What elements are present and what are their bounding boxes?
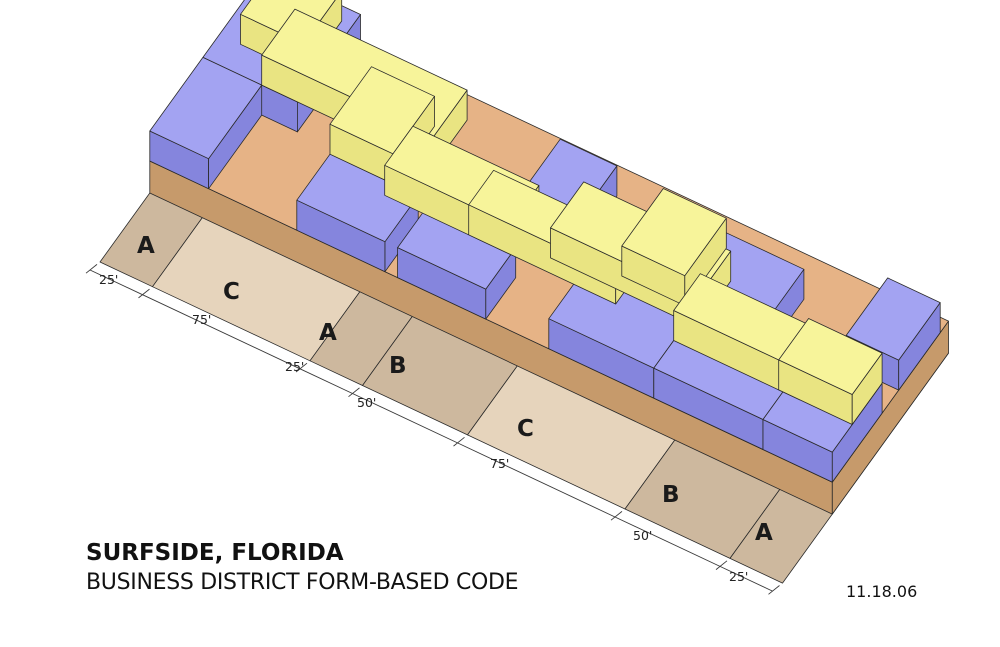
dim-line-5 <box>457 442 616 518</box>
dim-tick-0 <box>85 264 98 274</box>
dim-line-6 <box>614 516 721 567</box>
dim-label-b-1: 50' <box>357 395 376 410</box>
lot-label-b-2: B <box>662 482 680 508</box>
dim-line-2 <box>142 294 301 370</box>
dim-tick-7 <box>768 585 780 595</box>
tower-block-9-top-face <box>778 318 883 395</box>
tower-block-7-top-face <box>621 188 727 277</box>
lot-label-a-2: A <box>319 320 337 346</box>
dim-tick-4 <box>453 436 465 447</box>
dim-label-a-3: 25' <box>729 569 748 584</box>
dim-line-3 <box>299 368 353 394</box>
dim-tick-1 <box>138 288 150 299</box>
building-massing <box>149 0 949 515</box>
midrise-block-10-top-face <box>845 277 941 361</box>
dim-tick-6 <box>715 560 728 570</box>
lot-labels: A C A B C B A 25' 75' 25' 50' 75' 50' 25… <box>99 233 773 584</box>
lot-dimensions <box>85 264 780 595</box>
page-title: SURFSIDE, FLORIDA <box>86 540 344 566</box>
dim-label-a-1: 25' <box>99 272 118 287</box>
dim-tick-2 <box>295 362 308 373</box>
lot-label-a-3: A <box>755 520 773 546</box>
lot-label-a-1: A <box>137 233 155 259</box>
dim-label-b-2: 50' <box>633 528 652 543</box>
lot-label-c-2: C <box>517 416 534 442</box>
dim-tick-3 <box>348 387 360 398</box>
date-label: 11.18.06 <box>846 582 918 601</box>
dim-label-c-2: 75' <box>490 456 509 471</box>
dim-line-4 <box>352 393 458 444</box>
lot-label-c-1: C <box>223 279 240 305</box>
lot-label-b-1: B <box>389 353 407 379</box>
dim-tick-5 <box>610 511 623 521</box>
dim-line-1 <box>89 269 143 296</box>
dim-label-c-1: 75' <box>192 312 211 327</box>
dim-label-a-2: 25' <box>285 359 304 374</box>
page-subtitle: BUSINESS DISTRICT FORM-BASED CODE <box>86 570 519 595</box>
title-block: SURFSIDE, FLORIDA BUSINESS DISTRICT FORM… <box>86 538 686 598</box>
dim-line-7 <box>719 565 773 592</box>
